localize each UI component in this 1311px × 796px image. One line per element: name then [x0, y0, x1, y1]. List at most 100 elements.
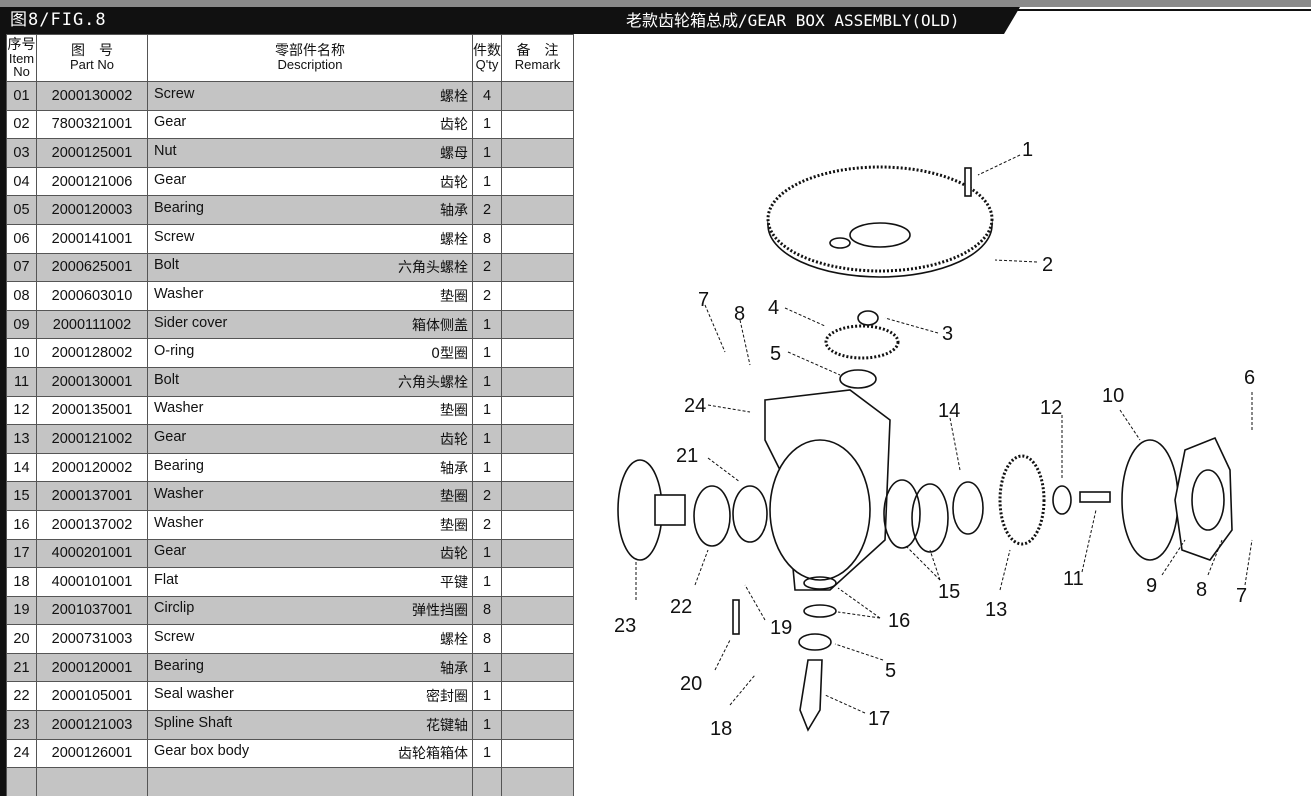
callout-11: 11: [1063, 568, 1084, 590]
remark-cell: [501, 624, 574, 654]
callout-7-right: 7: [1236, 585, 1247, 607]
item-no-cell: 17: [6, 538, 37, 569]
bearing-part-bottom: [798, 633, 832, 651]
washer-part-bottom-b: [803, 604, 837, 618]
part-no-cell: 2000128002: [36, 338, 148, 368]
large-gear-part: [766, 165, 994, 278]
item-no-cell: 14: [6, 452, 37, 483]
remark-cell: [501, 681, 574, 712]
callout-21: 21: [676, 445, 698, 467]
description-en: Nut: [154, 142, 177, 159]
callout-14: 14: [938, 400, 960, 422]
remark-cell: [501, 395, 574, 426]
part-no-cell: 2000121003: [36, 710, 148, 740]
quantity-cell: 1: [472, 652, 502, 683]
description-cn: 齿轮箱箱体: [398, 746, 468, 763]
item-no-cell: 16: [6, 509, 37, 540]
quantity-cell: 1: [472, 738, 502, 769]
item-no-cell: 23: [6, 710, 37, 740]
pinion-shaft-part: [799, 659, 823, 732]
header-rule: [1010, 9, 1311, 11]
quantity-cell: 1: [472, 338, 502, 368]
description-en: Washer: [154, 400, 204, 417]
callout-6: 6: [1244, 367, 1255, 389]
description-en: Flat: [154, 571, 179, 588]
quantity-cell: 4: [472, 81, 502, 111]
quantity-cell: 2: [472, 281, 502, 311]
quantity-cell: 1: [472, 309, 502, 340]
description-en: Bearing: [154, 457, 204, 474]
remark-cell: [501, 652, 574, 683]
callout-5: 5: [770, 343, 781, 365]
description-cn: 垫圈: [440, 489, 468, 506]
header-quantity: 件数 Q'ty: [472, 34, 502, 82]
item-no-cell: 15: [6, 481, 37, 511]
callout-9: 9: [1146, 575, 1157, 597]
description-cn: 螺栓: [440, 231, 468, 248]
description-en: Screw: [154, 228, 195, 245]
callout-15: 15: [938, 581, 960, 603]
remark-cell: [501, 195, 574, 225]
description-en: Gear box body: [154, 743, 250, 760]
description-cn: 螺母: [440, 145, 468, 162]
part-no-cell: 2000121002: [36, 424, 148, 454]
washer-part-a: [883, 479, 921, 549]
header-part-no: 图 号 Part No: [36, 34, 148, 82]
description-cn: 齿轮: [440, 117, 468, 134]
description-cn: 轴承: [440, 203, 468, 220]
exploded-view-diagram: 1 2 3 4 5 6 7 8 9 10 11 12 13 14 15 16 1…: [614, 139, 1255, 740]
callout-8-right: 8: [1196, 579, 1207, 601]
description-en: Bolt: [154, 371, 179, 388]
quantity-cell: 1: [472, 538, 502, 569]
header-bar-right: [620, 7, 1020, 34]
description-cn: 轴承: [440, 460, 468, 477]
description-cn: 六角头螺栓: [398, 374, 468, 391]
callout-3: 3: [942, 323, 953, 345]
remark-cell: [501, 281, 574, 311]
bearing-part-top: [839, 369, 877, 389]
description-cn: 六角头螺栓: [398, 260, 468, 277]
quantity-cell: 1: [472, 366, 502, 397]
item-no-cell: 20: [6, 624, 37, 654]
part-no-cell: 2000625001: [36, 252, 148, 283]
remark-cell: [501, 595, 574, 626]
remark-cell: [501, 309, 574, 340]
quantity-cell: 1: [472, 109, 502, 140]
description-cn: 箱体侧盖: [412, 317, 468, 334]
part-no-cell: 2000126001: [36, 738, 148, 769]
assembly-title: 老款齿轮箱总成/GEAR BOX ASSEMBLY(OLD): [626, 11, 960, 30]
description-en: Spline Shaft: [154, 714, 233, 731]
header-description: 零部件名称 Description: [147, 34, 473, 82]
seal-washer-part: [693, 485, 731, 547]
screw-part: [964, 167, 972, 197]
remark-cell: [501, 223, 574, 254]
remark-cell: [501, 366, 574, 397]
bearing-part-left: [732, 485, 768, 543]
part-no-cell: 4000101001: [36, 567, 148, 597]
description-cn: 平键: [440, 574, 468, 591]
description-en: Gear: [154, 171, 187, 188]
remark-cell: [501, 109, 574, 140]
callout-19: 19: [770, 617, 792, 639]
part-no-cell: 2000137001: [36, 481, 148, 511]
remark-cell: [501, 567, 574, 597]
description-cell: Nut 螺母: [147, 138, 473, 168]
screw-part-bottom: [732, 599, 740, 635]
item-no-cell: 05: [6, 195, 37, 225]
